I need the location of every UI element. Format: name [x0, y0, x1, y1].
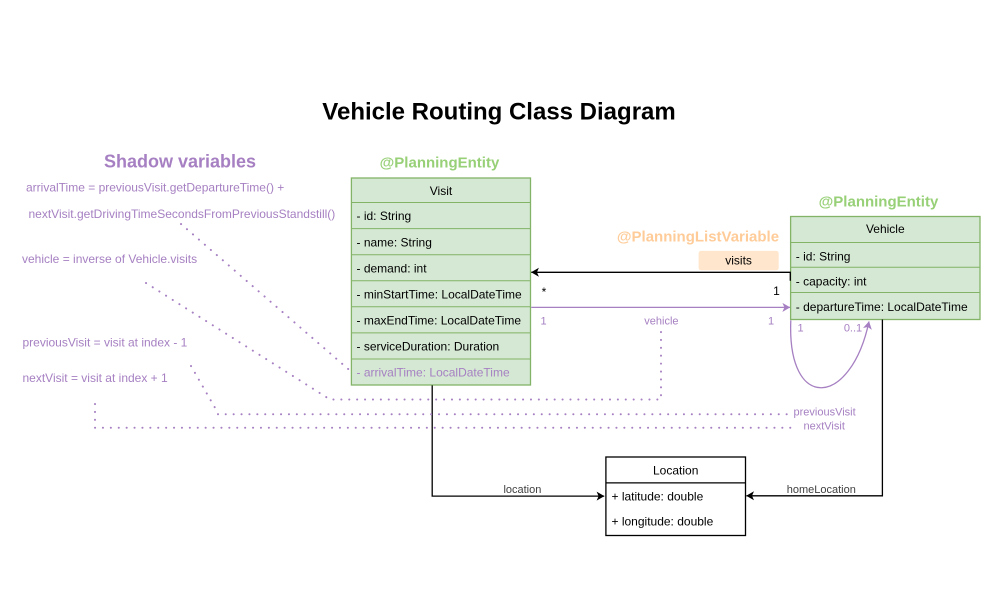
svg-text:nextVisit = visit at index + 1: nextVisit = visit at index + 1	[23, 371, 169, 385]
svg-text:- minStartTime: LocalDateTime: - minStartTime: LocalDateTime	[357, 287, 522, 301]
svg-text:0..1: 0..1	[844, 323, 862, 335]
svg-text:1: 1	[540, 316, 546, 328]
svg-text:Shadow variables: Shadow variables	[104, 152, 256, 172]
svg-text:@PlanningEntity: @PlanningEntity	[819, 194, 939, 211]
svg-text:previousVisit: previousVisit	[794, 407, 856, 419]
svg-text:Vehicle Routing Class Diagram: Vehicle Routing Class Diagram	[322, 99, 675, 126]
svg-text:@PlanningEntity: @PlanningEntity	[380, 155, 500, 172]
svg-text:Location: Location	[653, 464, 698, 478]
svg-text:location: location	[503, 484, 541, 496]
svg-text:- name: String: - name: String	[357, 235, 432, 249]
svg-text:nextVisit: nextVisit	[804, 421, 845, 433]
svg-text:1: 1	[797, 323, 803, 335]
svg-text:- arrivalTime: LocalDateTime: - arrivalTime: LocalDateTime	[357, 366, 510, 380]
svg-text:nextVisit.getDrivingTimeSecond: nextVisit.getDrivingTimeSecondsFromPrevi…	[29, 207, 336, 221]
svg-text:+ longitude: double: + longitude: double	[612, 515, 714, 529]
svg-text:- demand: int: - demand: int	[357, 261, 428, 275]
svg-text:- id: String: - id: String	[357, 209, 412, 223]
svg-text:visits: visits	[725, 254, 752, 268]
svg-text:@PlanningListVariable: @PlanningListVariable	[617, 229, 779, 246]
svg-text:*: *	[542, 285, 547, 299]
svg-text:1: 1	[768, 316, 774, 328]
svg-text:arrivalTime = previousVisit.ge: arrivalTime = previousVisit.getDeparture…	[26, 181, 284, 195]
svg-text:+ latitude: double: + latitude: double	[612, 489, 704, 503]
svg-text:vehicle: vehicle	[644, 316, 678, 328]
svg-text:- capacity: int: - capacity: int	[796, 275, 867, 289]
svg-text:vehicle = inverse of Vehicle.v: vehicle = inverse of Vehicle.visits	[22, 252, 197, 266]
svg-text:- departureTime: LocalDateTime: - departureTime: LocalDateTime	[796, 300, 968, 314]
svg-text:previousVisit = visit at index: previousVisit = visit at index - 1	[23, 335, 188, 349]
svg-text:Visit: Visit	[430, 184, 453, 198]
svg-text:homeLocation: homeLocation	[787, 484, 856, 496]
svg-text:Vehicle: Vehicle	[866, 222, 905, 236]
svg-text:1: 1	[773, 284, 780, 298]
svg-text:- maxEndTime: LocalDateTime: - maxEndTime: LocalDateTime	[357, 314, 522, 328]
svg-text:- id: String: - id: String	[796, 249, 851, 263]
svg-text:- serviceDuration: Duration: - serviceDuration: Duration	[357, 340, 500, 354]
